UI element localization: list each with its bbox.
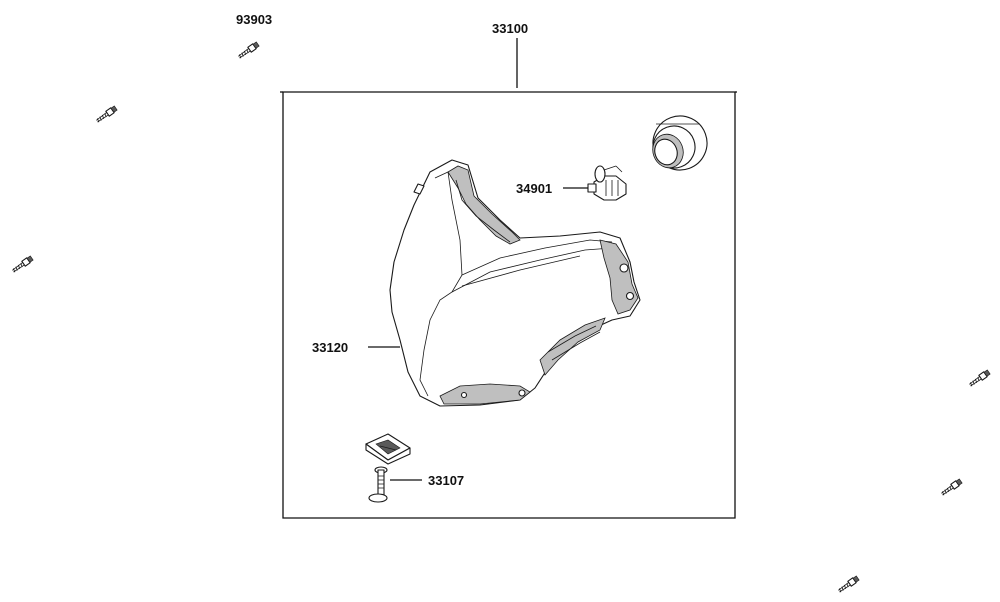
label-lens: 33120 [312, 340, 348, 355]
screw-icon [238, 41, 260, 59]
assembly-frame [280, 91, 737, 519]
screw-icon [941, 478, 963, 496]
headlight-lens [389, 159, 641, 407]
label-bulb: 34901 [516, 181, 552, 196]
bulb-icon [587, 165, 627, 201]
label-bolt: 33107 [428, 473, 464, 488]
label-screw-top: 93903 [236, 12, 272, 27]
bolt-icon [368, 466, 388, 503]
screw-icon [96, 105, 118, 123]
screw-icon [838, 575, 860, 593]
label-assembly: 33100 [492, 21, 528, 36]
dust-cover-icon [652, 115, 708, 171]
screw-icon [969, 369, 991, 387]
screw-icon [12, 255, 34, 273]
clip-nut-icon [365, 433, 411, 465]
